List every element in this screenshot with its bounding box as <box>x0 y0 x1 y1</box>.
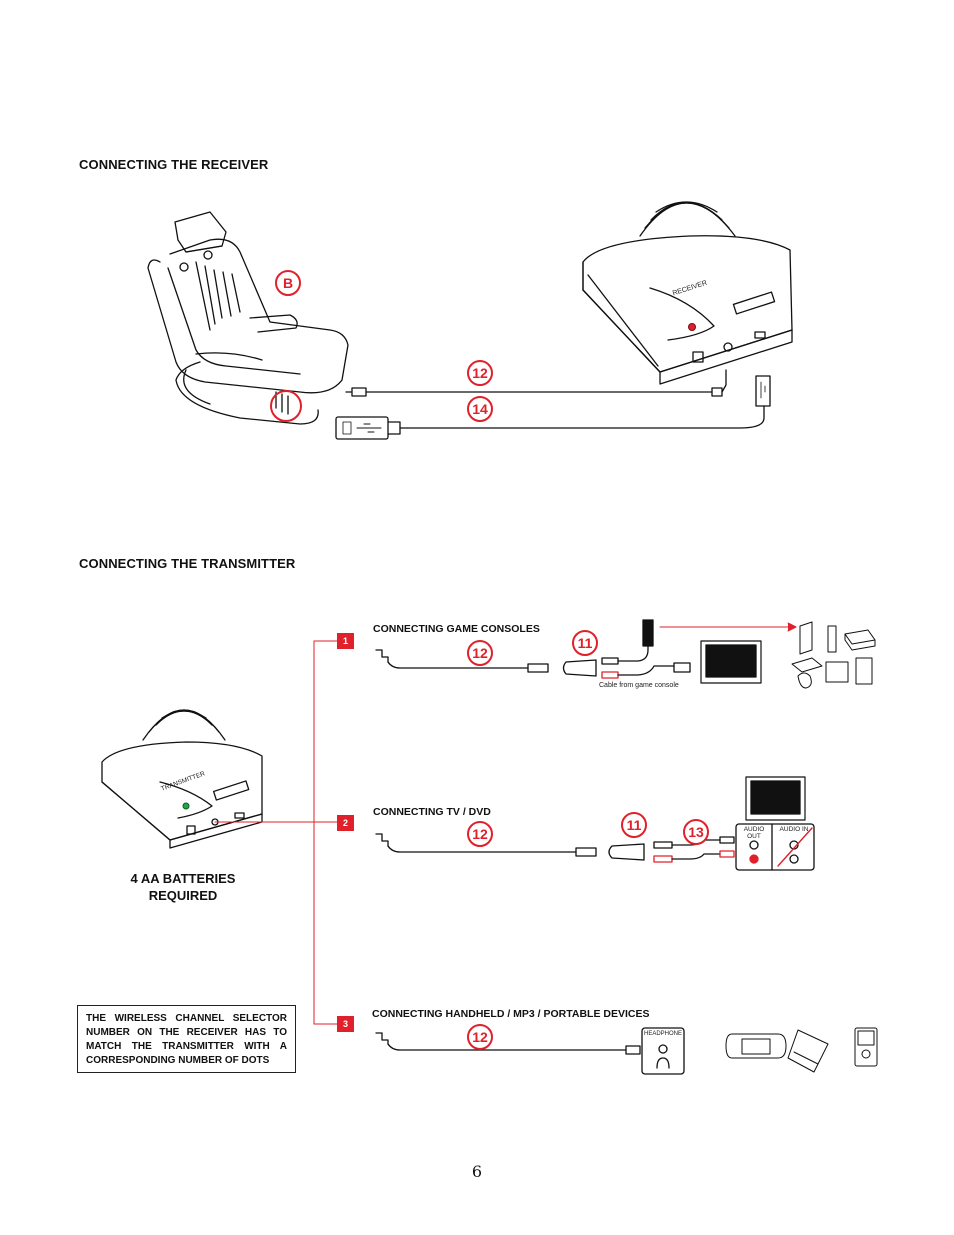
option-title-game-consoles: CONNECTING GAME CONSOLES <box>373 623 540 635</box>
option-number-1: 1 <box>337 633 354 649</box>
option-title-handheld: CONNECTING HANDHELD / MP3 / PORTABLE DEV… <box>372 1008 650 1020</box>
transmitter-section-heading: CONNECTING THE TRANSMITTER <box>79 556 296 571</box>
receiver-usb-cable <box>335 375 771 440</box>
callout-tv-splitter: 11 <box>621 812 647 838</box>
callout-handheld-cable: 12 <box>467 1024 493 1050</box>
page-number: 6 <box>471 1162 483 1181</box>
audio-out-label: AUDIO OUT <box>743 826 765 840</box>
tv-dvd-cable <box>375 833 735 863</box>
audio-in-label: AUDIO IN <box>779 826 809 833</box>
handheld-device-icons <box>725 1027 878 1073</box>
callout-audio-cable: 12 <box>467 360 493 386</box>
callout-b: B <box>275 270 301 296</box>
headphone-label: HEADPHONE <box>643 1031 682 1037</box>
receiver-device-illustration <box>582 235 793 385</box>
battery-requirement: 4 AA BATTERIES REQUIRED <box>108 870 258 904</box>
transmitter-device-illustration <box>101 741 263 849</box>
battery-line-1: 4 AA BATTERIES <box>130 871 236 886</box>
receiver-section-heading: CONNECTING THE RECEIVER <box>79 157 269 172</box>
game-console-icons <box>791 621 876 689</box>
callout-game-splitter: 11 <box>572 630 598 656</box>
game-console-cable <box>375 619 691 679</box>
callout-game-cable: 12 <box>467 640 493 666</box>
callout-rca-cable: 13 <box>683 819 709 845</box>
callout-tv-cable: 12 <box>467 821 493 847</box>
callout-usb-cable: 14 <box>467 396 493 422</box>
game-console-caption: Cable from game console <box>599 682 679 689</box>
option-title-tv-dvd: CONNECTING TV / DVD <box>373 806 491 818</box>
option-number-3: 3 <box>337 1016 354 1032</box>
channel-selector-note: THE WIRELESS CHANNEL SELECTOR NUMBER ON … <box>77 1005 296 1073</box>
option-number-2: 2 <box>337 815 354 831</box>
receiver-audio-cable <box>345 369 727 397</box>
handheld-cable <box>375 1032 641 1055</box>
battery-line-2: REQUIRED <box>148 888 218 903</box>
gaming-chair-illustration <box>147 211 349 425</box>
